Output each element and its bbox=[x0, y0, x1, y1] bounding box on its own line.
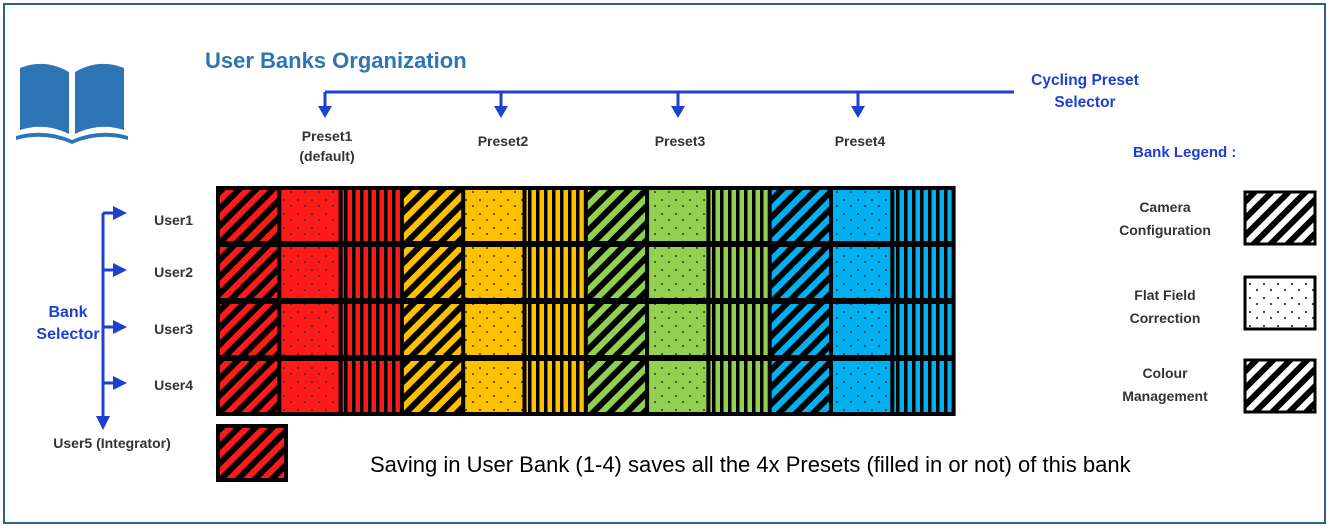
bank-selector-label: Bank Selector bbox=[28, 302, 108, 346]
bank-cell-diagonal bbox=[771, 247, 829, 298]
bank-cell-diagonal bbox=[587, 361, 646, 412]
bank-cell-vertical bbox=[894, 247, 952, 298]
bank-cell-dots bbox=[281, 304, 339, 355]
bank-cell-diagonal bbox=[220, 304, 278, 355]
bank-cell-vertical bbox=[894, 304, 952, 355]
bank-cell-diagonal bbox=[587, 304, 646, 355]
diagram-frame bbox=[3, 3, 1326, 524]
bank-cell-diagonal bbox=[587, 247, 646, 298]
bank-cell-vertical bbox=[710, 304, 768, 355]
bank-cell-diagonal bbox=[220, 190, 278, 241]
saving-note: Saving in User Bank (1-4) saves all the … bbox=[370, 452, 1131, 477]
bank-cell-dots bbox=[465, 247, 523, 298]
bank-cell-dots bbox=[833, 361, 891, 412]
cycling-preset-selector-label: Cycling Preset Selector bbox=[1010, 70, 1160, 114]
legend-swatch-flat-field-correction bbox=[1243, 275, 1317, 331]
bank-cell-diagonal bbox=[771, 190, 829, 241]
bank-cell-diagonal bbox=[587, 190, 646, 241]
user-bank-row bbox=[216, 300, 956, 359]
bank-cell-dots bbox=[649, 304, 707, 355]
user-bank-row bbox=[216, 243, 956, 302]
open-book-icon bbox=[16, 63, 128, 144]
preset-label-4: Preset4 bbox=[790, 131, 930, 151]
bank-cell-diagonal bbox=[403, 247, 462, 298]
integrator-cell-fill bbox=[220, 428, 284, 478]
bank-cell-vertical bbox=[894, 190, 952, 241]
bank-cell-vertical bbox=[526, 361, 584, 412]
bank-cell-vertical bbox=[710, 247, 768, 298]
user-bank-row bbox=[216, 186, 956, 245]
bank-selector-line2: Selector bbox=[36, 326, 100, 343]
preset-label-3: Preset3 bbox=[610, 131, 750, 151]
integrator-bank-cell bbox=[216, 424, 288, 482]
preset-label-line1: Preset2 bbox=[477, 133, 529, 149]
bank-cell-diagonal bbox=[771, 361, 829, 412]
legend-swatch-camera-configuration bbox=[1243, 190, 1317, 246]
bank-cell-vertical bbox=[526, 190, 584, 241]
preset-label-line1: Preset1 bbox=[301, 128, 353, 144]
preset-label-1: Preset1 (default) bbox=[257, 126, 397, 166]
bank-cell-dots bbox=[649, 361, 707, 412]
legend-label-colour-management: Colour Management bbox=[1095, 362, 1235, 408]
bank-cell-vertical bbox=[342, 247, 400, 298]
cycling-label-line1: Cycling Preset bbox=[1031, 72, 1139, 89]
diagram-title: User Banks Organization bbox=[205, 48, 467, 73]
bank-cell-dots bbox=[649, 190, 707, 241]
integrator-label: User5 (Integrator) bbox=[53, 435, 171, 451]
legend-label-line2: Configuration bbox=[1119, 222, 1211, 238]
bank-cell-vertical bbox=[894, 361, 952, 412]
bank-cell-diagonal bbox=[403, 304, 462, 355]
bank-cell-dots bbox=[465, 361, 523, 412]
bank-cell-vertical bbox=[526, 247, 584, 298]
user-label-1: User1 bbox=[154, 212, 193, 228]
bank-cell-dots bbox=[281, 361, 339, 412]
bank-cell-dots bbox=[281, 247, 339, 298]
legend-label-line1: Flat Field bbox=[1134, 287, 1196, 303]
bank-cell-diagonal bbox=[771, 304, 829, 355]
bank-cell-dots bbox=[281, 190, 339, 241]
bank-selector-line1: Bank bbox=[48, 304, 88, 321]
bank-cell-dots bbox=[833, 190, 891, 241]
cycling-preset-arrows bbox=[318, 90, 1014, 118]
bank-cell-vertical bbox=[342, 304, 400, 355]
legend-label-camera-configuration: Camera Configuration bbox=[1095, 196, 1235, 242]
legend-title: Bank Legend : bbox=[1133, 144, 1237, 161]
bank-cell-vertical bbox=[710, 361, 768, 412]
bank-cell-dots bbox=[649, 247, 707, 298]
bank-cell-dots bbox=[465, 304, 523, 355]
preset-label-2: Preset2 bbox=[433, 131, 573, 151]
bank-cell-vertical bbox=[342, 361, 400, 412]
preset-label-line1: Preset4 bbox=[834, 133, 886, 149]
user-label-3: User3 bbox=[154, 321, 193, 337]
bank-cell-vertical bbox=[526, 304, 584, 355]
bank-cell-vertical bbox=[342, 190, 400, 241]
preset-label-line1: Preset3 bbox=[654, 133, 706, 149]
legend-label-line2: Management bbox=[1122, 388, 1208, 404]
bank-cell-vertical bbox=[710, 190, 768, 241]
bank-selector-arrows bbox=[96, 206, 127, 430]
bank-cell-diagonal bbox=[220, 361, 278, 412]
legend-label-line1: Camera bbox=[1139, 199, 1191, 215]
legend-label-line1: Colour bbox=[1142, 365, 1188, 381]
bank-cell-diagonal bbox=[403, 361, 462, 412]
bank-cell-diagonal bbox=[220, 247, 278, 298]
bank-grid bbox=[216, 186, 956, 416]
legend-label-flat-field-correction: Flat Field Correction bbox=[1095, 284, 1235, 330]
bank-cell-diagonal bbox=[403, 190, 462, 241]
bank-cell-dots bbox=[465, 190, 523, 241]
user-bank-row bbox=[216, 357, 956, 416]
legend-label-line2: Correction bbox=[1129, 310, 1201, 326]
legend-swatch-colour-management bbox=[1243, 358, 1317, 414]
legend-swatches bbox=[1243, 190, 1317, 414]
user-label-4: User4 bbox=[154, 377, 193, 393]
bank-cell-dots bbox=[833, 247, 891, 298]
cycling-label-line2: Selector bbox=[1054, 94, 1116, 111]
bank-cell-dots bbox=[833, 304, 891, 355]
user-label-2: User2 bbox=[154, 264, 193, 280]
preset-label-line2: (default) bbox=[299, 148, 355, 164]
